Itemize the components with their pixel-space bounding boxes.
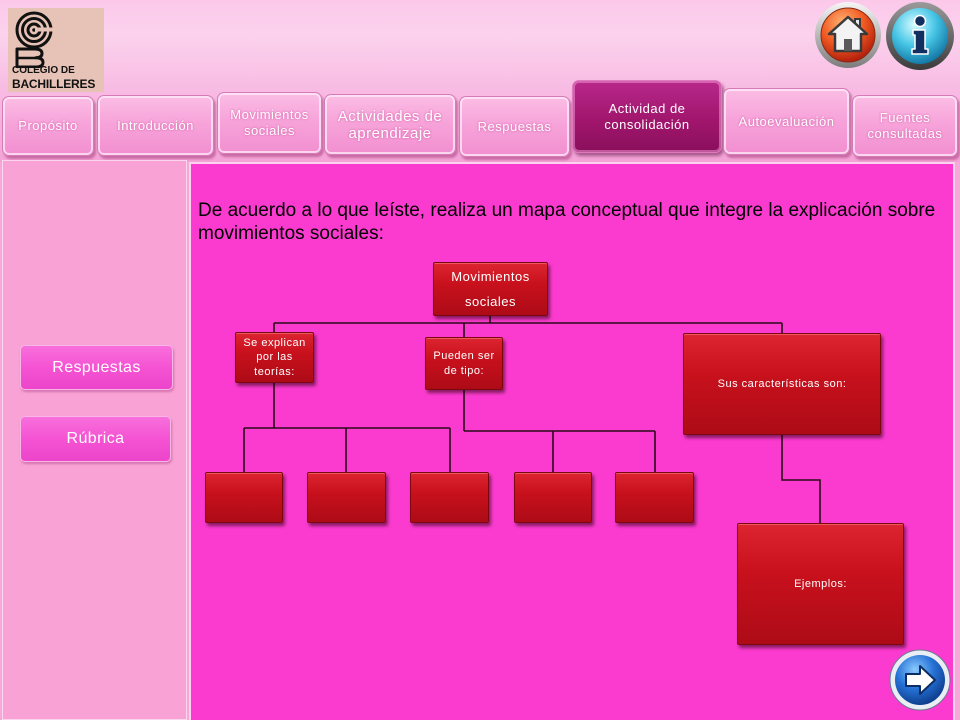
- theories-box: Se explican por las teorías:: [235, 332, 314, 383]
- examples-box: Ejemplos:: [737, 523, 904, 645]
- tab-proposito[interactable]: Propósito: [2, 96, 94, 156]
- tab-fuentes-consultadas[interactable]: Fuentes consultadas: [852, 95, 958, 157]
- tab-label: Actividades de aprendizaje: [337, 107, 443, 142]
- tab-autoevaluacion[interactable]: Autoevaluación: [723, 88, 850, 155]
- logo-text-line2: BACHILLERES: [12, 77, 96, 91]
- info-button[interactable]: [885, 1, 955, 71]
- blank-theory-box: [410, 472, 489, 523]
- button-label: Rúbrica: [66, 430, 125, 447]
- tab-introduccion[interactable]: Introducción: [97, 95, 214, 156]
- rubrica-button[interactable]: Rúbrica: [20, 416, 171, 462]
- tab-label: Propósito: [18, 118, 78, 133]
- tab-label: Respuestas: [477, 118, 552, 134]
- arrow-right-icon: [889, 649, 951, 711]
- tab-label: Introducción: [117, 117, 194, 133]
- types-box: Pueden ser de tipo:: [425, 337, 503, 390]
- blank-type-box: [615, 472, 694, 523]
- button-label: Respuestas: [52, 358, 141, 376]
- tab-label: Movimientos sociales: [230, 107, 309, 138]
- home-icon: [815, 2, 881, 68]
- logo-text-line1: COLEGIO DE: [12, 65, 75, 76]
- characteristics-box: Sus características son:: [683, 333, 881, 435]
- tab-label: Fuentes consultadas: [867, 110, 943, 141]
- blank-theory-box: [307, 472, 386, 523]
- tab-respuestas[interactable]: Respuestas: [459, 96, 570, 157]
- blank-type-box: [514, 472, 592, 523]
- home-button[interactable]: [814, 1, 882, 69]
- next-button[interactable]: [889, 649, 951, 711]
- tab-movimientos-sociales[interactable]: Movimientos sociales: [217, 92, 322, 154]
- colegio-spiral-icon: [15, 11, 56, 68]
- connector-line: [781, 435, 821, 523]
- blank-theory-box: [205, 472, 283, 523]
- respuestas-button[interactable]: Respuestas: [20, 345, 173, 390]
- tab-actividades-de-aprendizaje[interactable]: Actividades de aprendizaje: [324, 94, 456, 155]
- info-icon: [886, 2, 954, 70]
- instruction-text: De acuerdo a lo que leíste, realiza un m…: [198, 200, 936, 244]
- tab-actividad-de-consolidacion[interactable]: Actividad de consolidación: [572, 80, 722, 153]
- concept-root-box: Movimientos sociales: [433, 262, 548, 316]
- tab-label: Autoevaluación: [738, 113, 835, 129]
- tab-label: Actividad de consolidación: [604, 100, 690, 132]
- colegio-logo: COLEGIO DE BACHILLERES: [8, 8, 104, 92]
